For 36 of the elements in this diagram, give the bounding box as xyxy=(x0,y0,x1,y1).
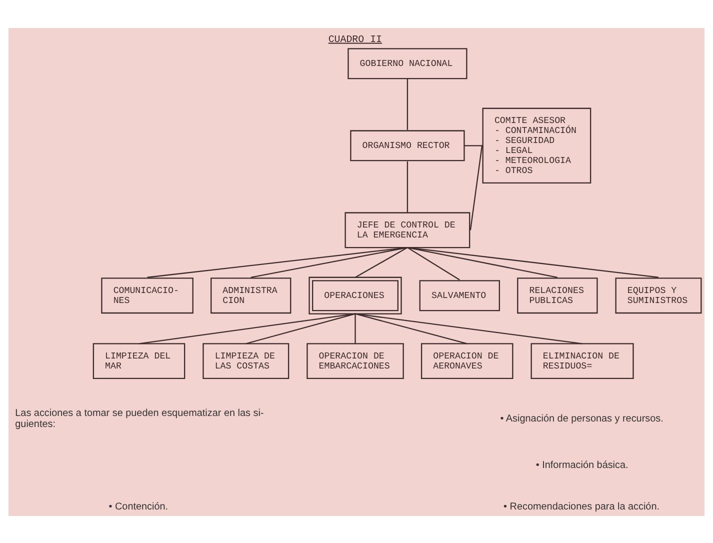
label: • Recomendaciones para la acción. xyxy=(504,500,660,512)
node-box: COMUNICACIO- NES xyxy=(101,277,194,314)
node-box: JEFE DE CONTROL DE LA EMERGENCIA xyxy=(344,212,470,248)
connector xyxy=(470,145,483,230)
node-box: ELIMINACION DE RESIDUOS= xyxy=(530,342,634,379)
connector xyxy=(407,246,558,278)
connector xyxy=(464,144,483,146)
connector xyxy=(407,246,659,278)
connector xyxy=(406,78,408,130)
node-box: LIMPIEZA DEL MAR xyxy=(92,342,186,379)
connector xyxy=(407,246,460,280)
node-box: ORGANISMO RECTOR xyxy=(350,130,465,161)
connector xyxy=(355,312,468,344)
node-box: OPERACION DE AERONAVES xyxy=(420,342,514,379)
connector xyxy=(138,312,356,344)
connector xyxy=(355,312,582,344)
label: • Información básica. xyxy=(536,460,628,471)
connector xyxy=(250,246,408,278)
label: • Contención. xyxy=(108,500,168,512)
node-box: EQUIPOS Y SUMINISTROS xyxy=(615,277,702,314)
node-box: OPERACIONES xyxy=(308,276,402,314)
label: • Asignación de personas y recursos. xyxy=(500,413,664,424)
connector xyxy=(246,312,356,344)
node-box: RELACIONES PUBLICAS xyxy=(517,277,598,314)
node-box: GOBIERNO NACIONAL xyxy=(348,48,468,79)
node-box: COMITE ASESOR - CONTAMINACIÓN - SEGURIDAD - LEGAL - METEOROLOGIA - OTROS xyxy=(482,107,592,184)
node-box: SALVAMENTO xyxy=(419,280,500,311)
node-box: OPERACION DE EMBARCACIONES xyxy=(306,342,404,379)
connector xyxy=(406,160,408,212)
diagram-title: CUADRO II xyxy=(328,33,382,44)
connector xyxy=(147,246,408,278)
connector xyxy=(354,246,408,278)
node-box: LIMPIEZA DE LAS COSTAS xyxy=(202,342,290,379)
node-box: ADMINISTRA CION xyxy=(210,277,292,314)
label: Las acciones a tomar se pueden esquematizar en las si- guientes: xyxy=(15,408,264,430)
connector xyxy=(354,313,356,344)
